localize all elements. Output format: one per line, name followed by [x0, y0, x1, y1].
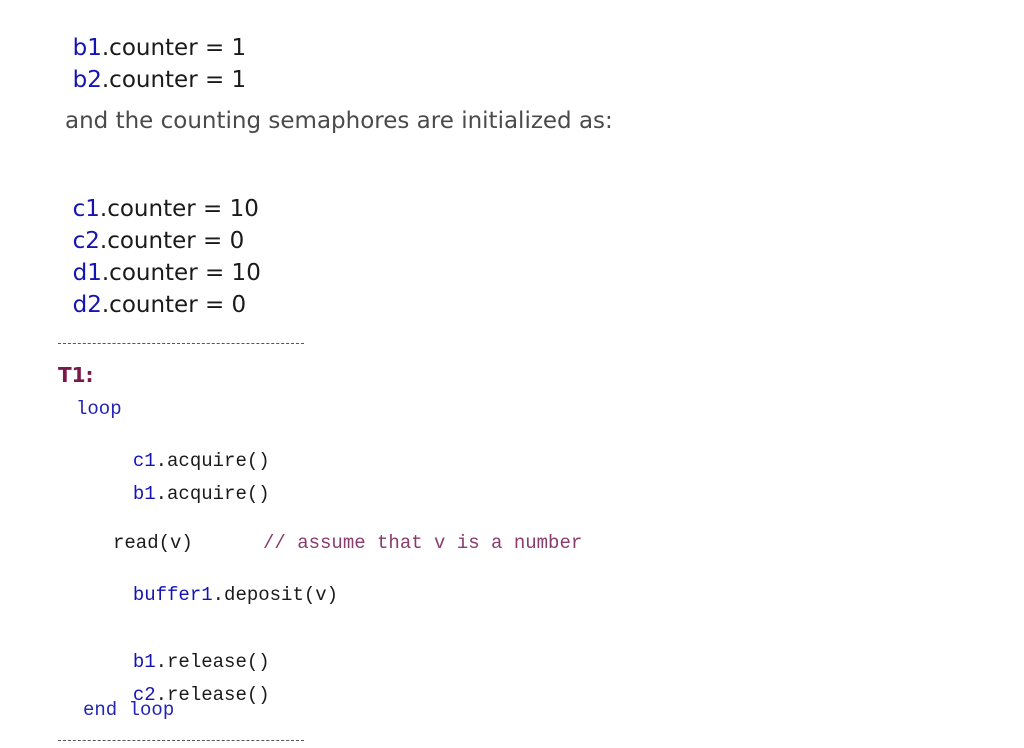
code-end-loop: end loop — [83, 699, 175, 721]
var-d2: d2 — [72, 292, 102, 318]
init-line-b2: b2.counter = 1 — [58, 46, 247, 93]
var-d1: d1 — [72, 260, 102, 286]
code-acquire-b1: b1.acquire() — [110, 466, 270, 504]
code-deposit: buffer1.deposit(v) — [110, 567, 338, 605]
init-line-b1: b1.counter = 1 — [58, 14, 247, 61]
assign-b1: .counter = 1 — [101, 35, 247, 61]
code-call-acquire-b1: .acquire() — [155, 483, 270, 505]
assign-c1: .counter = 10 — [99, 196, 259, 222]
assign-d2: .counter = 0 — [101, 292, 247, 318]
assign-c2: .counter = 0 — [99, 228, 245, 254]
code-release-b1: b1.release() — [110, 634, 270, 672]
code-obj-buffer1: buffer1 — [132, 584, 213, 606]
code-release-c2: c2.release() — [110, 667, 270, 705]
assign-d1: .counter = 10 — [101, 260, 261, 286]
code-obj-b1: b1 — [132, 483, 156, 505]
code-call-release-c2: .release() — [155, 684, 270, 706]
var-b2: b2 — [72, 67, 102, 93]
separator-bottom — [58, 740, 304, 741]
code-loop: loop — [76, 398, 122, 420]
separator-top — [58, 343, 304, 344]
code-call-acquire-c1: .acquire() — [155, 450, 270, 472]
paragraph-text: and the counting semaphores are initiali… — [65, 108, 613, 134]
init-line-c2: c2.counter = 0 — [58, 207, 245, 254]
code-obj-c2-release: c2 — [132, 684, 156, 706]
code-obj-c1: c1 — [132, 450, 156, 472]
code-read: read(v) — [113, 532, 193, 554]
assign-b2: .counter = 1 — [101, 67, 247, 93]
init-line-c1: c1.counter = 10 — [58, 175, 259, 221]
code-comment: // assume that v is a number — [263, 532, 583, 554]
init-line-d2: d2.counter = 0 — [58, 271, 247, 318]
code-call-release-b1: .release() — [155, 651, 270, 673]
code-call-deposit: .deposit(v) — [212, 584, 339, 606]
thread-label: T1: — [58, 363, 94, 387]
init-line-d1: d1.counter = 10 — [58, 239, 261, 285]
code-obj-b1-release: b1 — [132, 651, 156, 673]
var-c2: c2 — [72, 228, 100, 254]
var-c1: c1 — [72, 196, 100, 222]
var-b1: b1 — [72, 35, 102, 61]
code-acquire-c1: c1.acquire() — [110, 433, 270, 471]
